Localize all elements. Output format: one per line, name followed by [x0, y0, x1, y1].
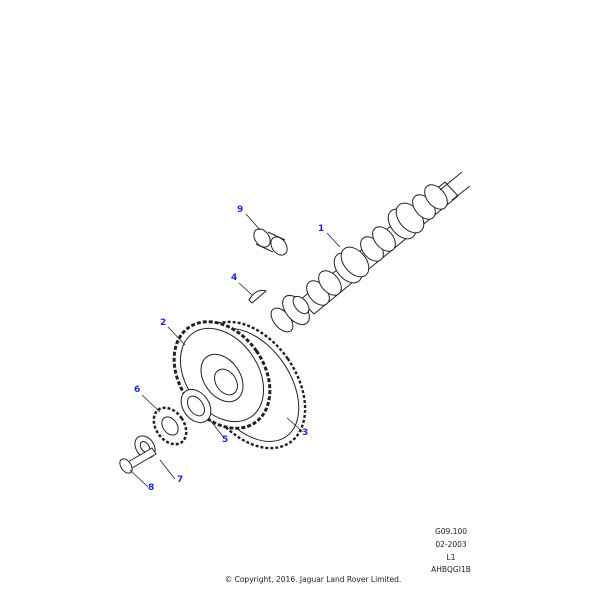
bolt [119, 447, 157, 474]
callout-6[interactable]: 6 [134, 385, 141, 395]
callout-2[interactable]: 2 [160, 318, 167, 328]
bush [253, 228, 288, 256]
drawing-level: L1 [446, 553, 456, 562]
drawing-reference: AHBQGI1B [431, 565, 471, 574]
washer [180, 388, 212, 424]
drawing-code: G09.100 [434, 527, 468, 536]
drawing-date: 02-2003 [435, 540, 467, 549]
callout-5[interactable]: 5 [222, 435, 229, 445]
callout-7[interactable]: 7 [177, 475, 184, 485]
copyright-notice: © Copyright, 2016. Jaguar Land Rover Lim… [224, 575, 402, 584]
callout-8[interactable]: 8 [148, 483, 155, 493]
leader-lines [129, 213, 341, 488]
callout-4[interactable]: 4 [231, 273, 238, 283]
callout-3[interactable]: 3 [302, 428, 309, 438]
callout-9[interactable]: 9 [237, 205, 244, 215]
gear [152, 406, 188, 446]
woodruff-key [248, 289, 268, 304]
camshaft [270, 171, 471, 333]
callout-1[interactable]: 1 [318, 224, 325, 234]
